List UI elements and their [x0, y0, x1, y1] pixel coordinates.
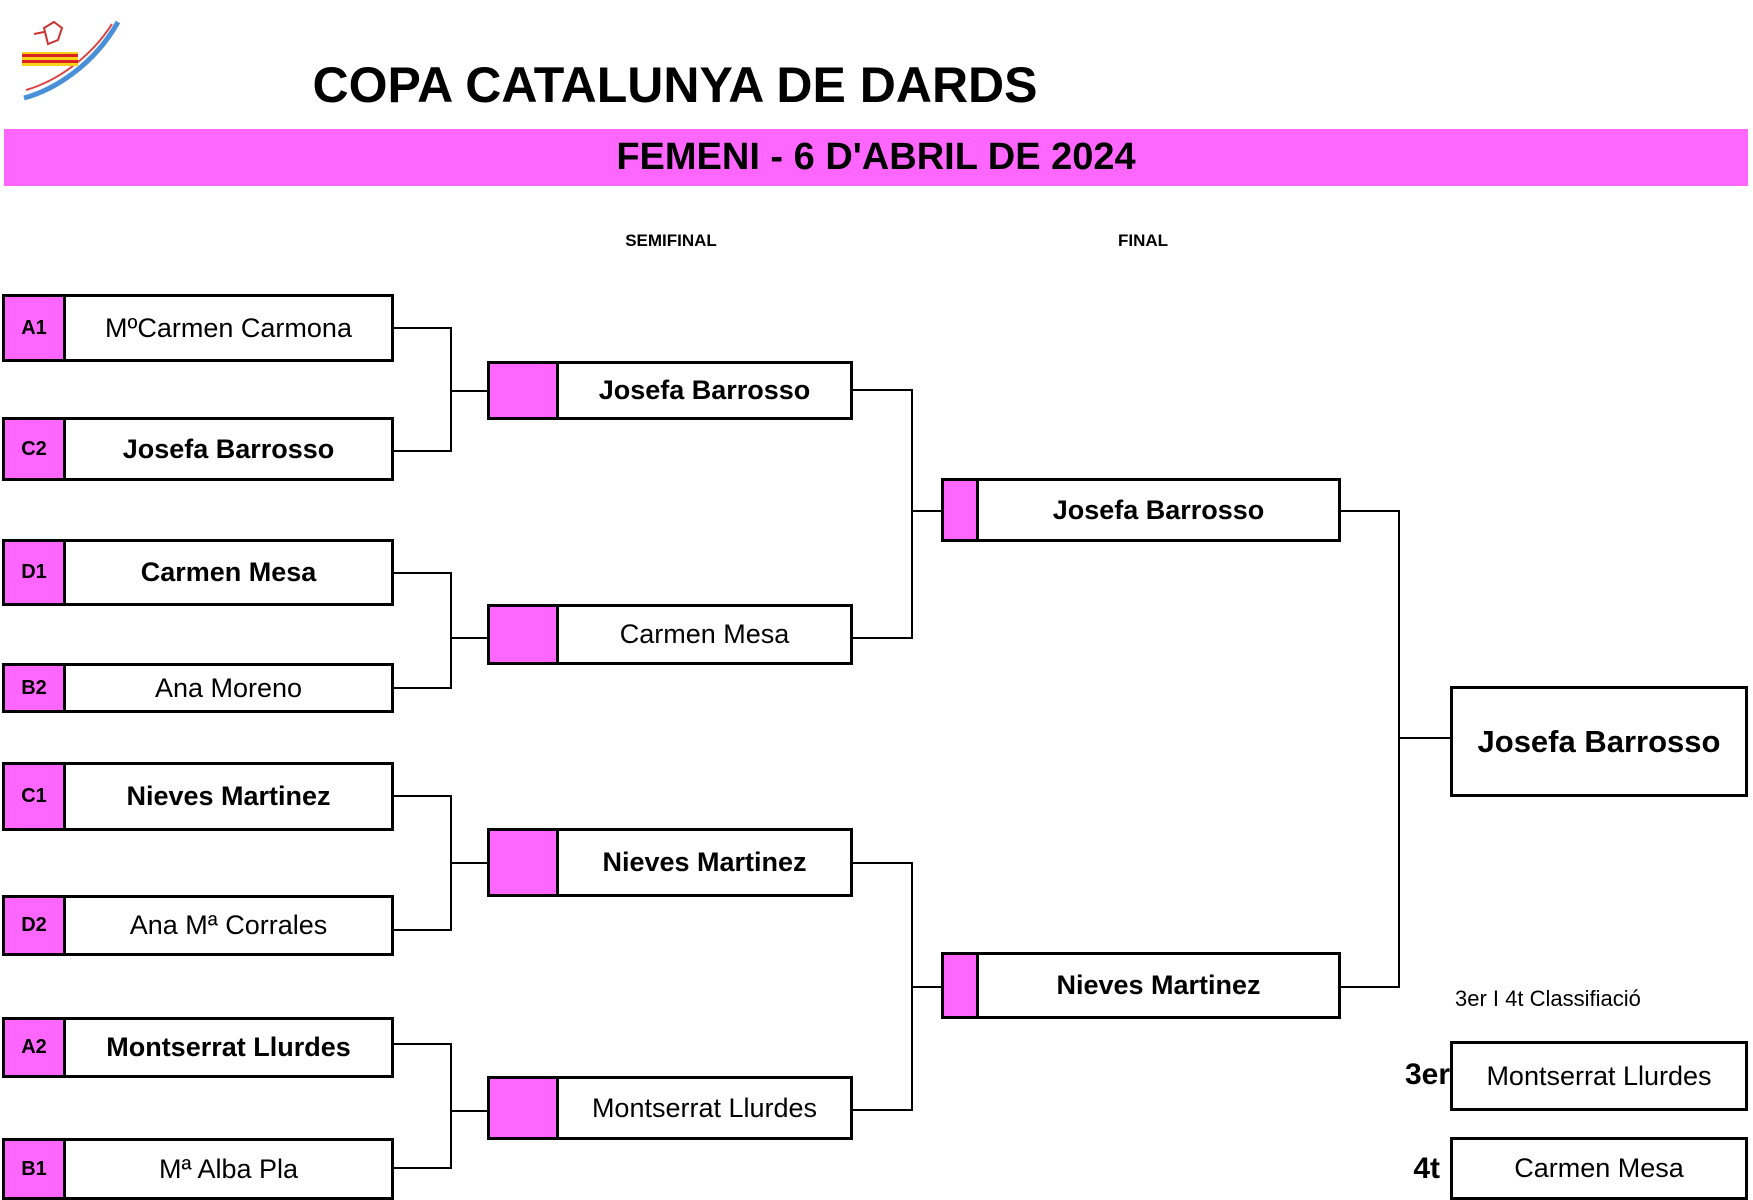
- bracket-connector: [394, 795, 452, 797]
- seed-chip: [490, 831, 559, 894]
- semifinal-slot: Montserrat Llurdes: [487, 1076, 853, 1140]
- player-name: Ana Moreno: [154, 672, 303, 703]
- seed-badge: B2: [5, 666, 66, 710]
- seed-badge: B1: [5, 1141, 66, 1197]
- first-round-slot: D1 Carmen Mesa: [2, 539, 394, 606]
- fourth-place-slot: Carmen Mesa: [1450, 1137, 1748, 1200]
- third-place-label: 3er: [1404, 1058, 1450, 1091]
- third-place-slot: Montserrat Llurdes: [1450, 1041, 1748, 1111]
- bracket-connector: [853, 1109, 913, 1111]
- seed-chip: [490, 1079, 559, 1137]
- player-name: Carmen Mesa: [1514, 1153, 1684, 1183]
- bracket-connector: [1398, 737, 1450, 739]
- fourth-place-label: 4t: [1413, 1152, 1440, 1185]
- federation-logo-icon: [14, 10, 124, 105]
- bracket-connector: [450, 572, 452, 689]
- bracket-connector: [450, 1043, 452, 1169]
- seed-chip: [944, 481, 979, 539]
- bracket-connector: [394, 1043, 452, 1045]
- player-name: Nieves Martinez: [126, 781, 331, 811]
- bracket-connector: [394, 929, 452, 931]
- bracket-connector: [1341, 986, 1400, 988]
- seed-badge: C1: [5, 765, 66, 828]
- player-name: MºCarmen Carmona: [105, 312, 352, 343]
- seed-chip: [490, 607, 559, 662]
- seed-chip: [944, 955, 979, 1016]
- player-name: Carmen Mesa: [140, 557, 317, 587]
- player-name: Nieves Martinez: [602, 847, 807, 877]
- semifinal-slot: Nieves Martinez: [487, 828, 853, 897]
- first-round-slot: D2 Ana Mª Corrales: [2, 895, 394, 956]
- bracket-connector: [394, 572, 452, 574]
- first-round-slot: B1 Mª Alba Pla: [2, 1138, 394, 1200]
- seed-chip: [490, 364, 559, 417]
- seed-badge: A1: [5, 297, 66, 359]
- player-name: Montserrat Llurdes: [591, 1092, 818, 1123]
- classification-label: 3er I 4t Classifiació: [1455, 986, 1641, 1011]
- seed-badge: D1: [5, 542, 66, 603]
- bracket-connector: [394, 1167, 452, 1169]
- round-label-semifinal: SEMIFINAL: [625, 231, 717, 250]
- player-name: Ana Mª Corrales: [129, 910, 328, 940]
- seed-badge: A2: [5, 1020, 66, 1075]
- first-round-slot: B2 Ana Moreno: [2, 663, 394, 713]
- player-name: Carmen Mesa: [619, 619, 790, 649]
- semifinal-slot: Carmen Mesa: [487, 604, 853, 665]
- category-banner: FEMENI - 6 D'ABRIL DE 2024: [4, 129, 1748, 186]
- first-round-slot: C2 Josefa Barrosso: [2, 417, 394, 481]
- player-name: Montserrat Llurdes: [1486, 1060, 1712, 1091]
- player-name: Mª Alba Pla: [158, 1153, 299, 1184]
- player-name: Josefa Barrosso: [122, 433, 335, 464]
- page-title: COPA CATALUNYA DE DARDS: [312, 57, 1038, 113]
- round-label-final: FINAL: [1117, 231, 1169, 250]
- bracket-connector: [450, 1110, 487, 1112]
- bracket-connector: [1398, 510, 1400, 988]
- bracket-connector: [450, 327, 452, 452]
- player-name: Nieves Martinez: [1056, 970, 1261, 1000]
- bracket-connector: [853, 637, 913, 639]
- champion-name: Josefa Barrosso: [1477, 723, 1721, 759]
- player-name: Josefa Barrosso: [598, 375, 811, 405]
- player-name: Josefa Barrosso: [1052, 494, 1265, 525]
- first-round-slot: C1 Nieves Martinez: [2, 762, 394, 831]
- bracket-connector: [450, 637, 487, 639]
- bracket-connector: [911, 986, 941, 988]
- final-slot: Nieves Martinez: [941, 952, 1341, 1019]
- bracket-connector: [853, 389, 913, 391]
- semifinal-slot: Josefa Barrosso: [487, 361, 853, 420]
- bracket-connector: [394, 687, 452, 689]
- bracket-connector: [853, 862, 913, 864]
- champion-slot: Josefa Barrosso: [1450, 686, 1748, 797]
- bracket-connector: [394, 450, 452, 452]
- final-slot: Josefa Barrosso: [941, 478, 1341, 542]
- seed-badge: D2: [5, 898, 66, 953]
- first-round-slot: A2 Montserrat Llurdes: [2, 1017, 394, 1078]
- seed-badge: C2: [5, 420, 66, 478]
- bracket-connector: [394, 327, 452, 329]
- bracket-connector: [450, 862, 487, 864]
- bracket-connector: [911, 510, 941, 512]
- player-name: Montserrat Llurdes: [106, 1032, 351, 1062]
- bracket-connector: [911, 389, 913, 639]
- bracket-connector: [450, 390, 487, 392]
- bracket-connector: [1341, 510, 1400, 512]
- first-round-slot: A1 MºCarmen Carmona: [2, 294, 394, 362]
